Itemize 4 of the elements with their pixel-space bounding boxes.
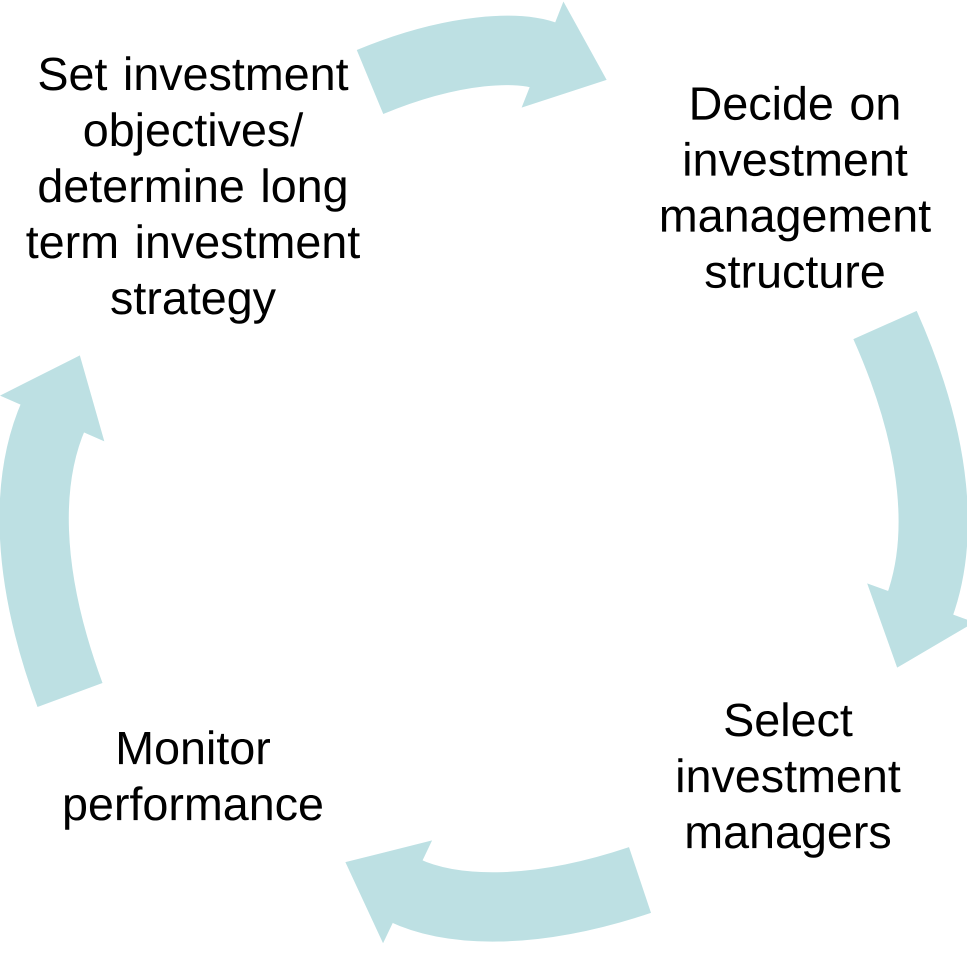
step-text: Set investment objectives/ determine long term investment strategy <box>26 56 360 324</box>
step-text: Decide on investment management structure <box>662 86 931 288</box>
step-text: Monitor performance <box>65 730 322 830</box>
step-text: Select investment managers <box>678 702 900 858</box>
